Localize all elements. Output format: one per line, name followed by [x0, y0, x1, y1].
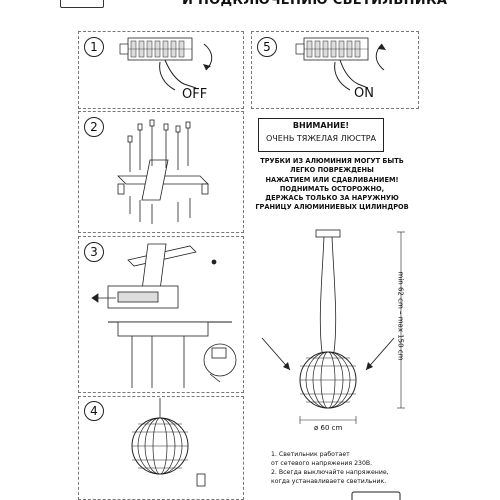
step-3-mounting-drawing [91, 243, 237, 388]
warning-line: ГРАНИЦУ АЛЮМИНИЕВЫХ ЦИЛИНДРОВ [255, 203, 409, 212]
step-2-panel [78, 111, 244, 233]
diameter-dimension: ø 60 cm [314, 424, 343, 432]
footer-box [351, 491, 401, 500]
step-1-caption-off: OFF [182, 87, 208, 102]
warning-subtitle: ОЧЕНЬ ТЯЖЕЛАЯ ЛЮСТРА [265, 134, 376, 143]
step-5-caption-on: ON [354, 86, 374, 101]
step-1-panel [78, 31, 244, 109]
note-line: когда устанавливаете светильник. [271, 478, 387, 485]
warning-line: ПОДНИМАТЬ ОСТОРОЖНО, [279, 184, 385, 193]
step-1-number: 1 [84, 37, 104, 57]
warning-line: ДЕРЖАСЬ ТОЛЬКО ЗА НАРУЖНУЮ [265, 194, 399, 203]
note-line: от сетевого напряжения 230В. [271, 460, 373, 467]
warning-line: НАЖАТИЕМ ИЛИ СДАВЛИВАНИЕМ! [265, 175, 399, 184]
warning-box: ВНИМАНИЕ! ОЧЕНЬ ТЯЖЕЛАЯ ЛЮСТРА [258, 118, 384, 152]
step-3-panel [78, 236, 244, 393]
step-4-lamp-drawing [131, 398, 206, 487]
warning-title: ВНИМАНИЕ! [292, 121, 350, 130]
height-dimension: min 62 cm – max 150 cm [396, 271, 405, 361]
step-5-switch-drawing [295, 37, 386, 91]
chandelier-drawing [261, 229, 405, 424]
note-line: 1. Светильник работает [271, 451, 350, 458]
step-5-panel [251, 31, 419, 109]
step-3-number: 3 [84, 242, 104, 262]
warning-line: ЛЕГКО ПОВРЕЖДЕНЫ [290, 166, 374, 175]
step-5-number: 5 [257, 37, 277, 57]
page-header: И ПОДКЛЮЧЕНИЮ СВЕТИЛЬНИКА [0, 0, 500, 10]
step-2-bracket-drawing [117, 119, 209, 224]
warning-line: ТРУБКИ ИЗ АЛЮМИНИЯ МОГУТ БЫТЬ [260, 157, 404, 165]
step-1-switch-drawing [119, 37, 213, 91]
step-2-number: 2 [84, 117, 104, 137]
warning-text: ТРУБКИ ИЗ АЛЮМИНИЯ МОГУТ БЫТЬ ЛЕГКО ПОВР… [248, 157, 416, 213]
header-page-box [60, 0, 104, 8]
step-4-number: 4 [84, 401, 104, 421]
header-title: И ПОДКЛЮЧЕНИЮ СВЕТИЛЬНИКА [182, 0, 448, 8]
note-line: 2. Всегда выключайте напряжение, [271, 469, 389, 476]
notes: 1. Светильник работает от сетевого напря… [271, 450, 389, 486]
